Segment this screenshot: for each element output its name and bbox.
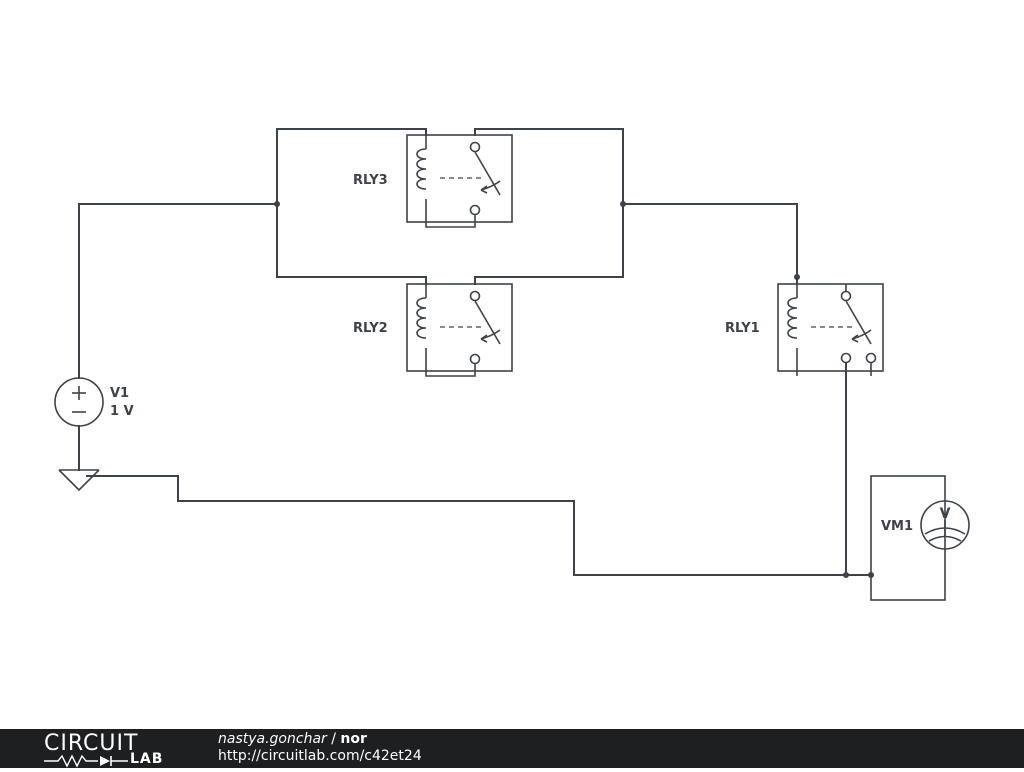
credit-separator: / [326,731,341,747]
junction-right [620,201,626,207]
meter-box [870,475,946,601]
source-circle [54,377,104,427]
coil-icon [787,297,798,339]
logo-lab-text: LAB [130,751,164,767]
schematic-canvas: RLY3 RLY2 RLY1 V1 1 V [54,128,970,601]
switch-terminal-top [840,290,852,302]
resistor-diode-icon [44,754,128,768]
relay-rly2[interactable] [406,283,513,377]
switch-terminal-top [469,141,481,153]
junction-meter-a [843,572,849,578]
wire-mid-left [276,276,427,285]
footer-bar: CIRCUIT LAB nastya.gonchar / nor http://… [0,729,1024,768]
vm1-label: VM1 [881,519,913,534]
junctions [274,201,874,578]
rly1-label: RLY1 [725,321,760,336]
switch-arrow [480,329,501,343]
rly3-label: RLY3 [353,173,388,188]
wire-top-left [276,128,427,136]
wire-v1-to-junction [78,203,278,379]
logo-circuit-text: CIRCUIT [44,731,139,756]
switch-terminal-bottom [469,204,481,216]
relay-body [777,283,884,372]
junction-left [274,201,280,207]
wire-mid-right [474,276,624,285]
voltmeter-vm1[interactable]: V [870,475,970,601]
v1-value: 1 V [110,404,134,419]
coil-icon [416,148,427,190]
junction-rly1 [794,274,800,280]
credit-block: nastya.gonchar / nor http://circuitlab.c… [218,731,422,765]
wire-top-right [474,128,624,136]
switch-terminal-nc [840,352,852,364]
relay-rly1[interactable] [777,283,884,376]
relay-body [406,283,513,372]
circuit-url[interactable]: http://circuitlab.com/c42et24 [218,748,422,764]
circuit-title[interactable]: nor [340,731,367,747]
coil-lead-bottom [425,348,476,377]
switch-arrow [851,329,872,343]
author-link[interactable]: nastya.gonchar [218,731,327,747]
switch-arm [845,300,872,345]
meter-symbol: V [940,506,951,522]
relay-body [406,134,513,223]
switch-arm [474,151,501,196]
relay-rly3[interactable] [406,134,513,228]
voltage-source-v1[interactable] [54,377,104,427]
switch-arm [474,300,501,345]
coil-lead-bottom [425,199,476,228]
wire-ground-return [86,475,872,576]
switch-arrow [480,180,501,194]
switch-terminal-no [865,352,877,364]
switch-terminal-top [469,290,481,302]
wire-to-rly1 [622,203,798,285]
v1-label: V1 [110,386,129,401]
rly2-label: RLY2 [353,321,388,336]
ground-icon [58,469,100,492]
switch-terminal-bottom [469,353,481,365]
logo-lab-row: LAB [44,751,174,768]
coil-icon [416,297,427,339]
meter-circle [920,500,970,550]
wires [78,128,872,576]
